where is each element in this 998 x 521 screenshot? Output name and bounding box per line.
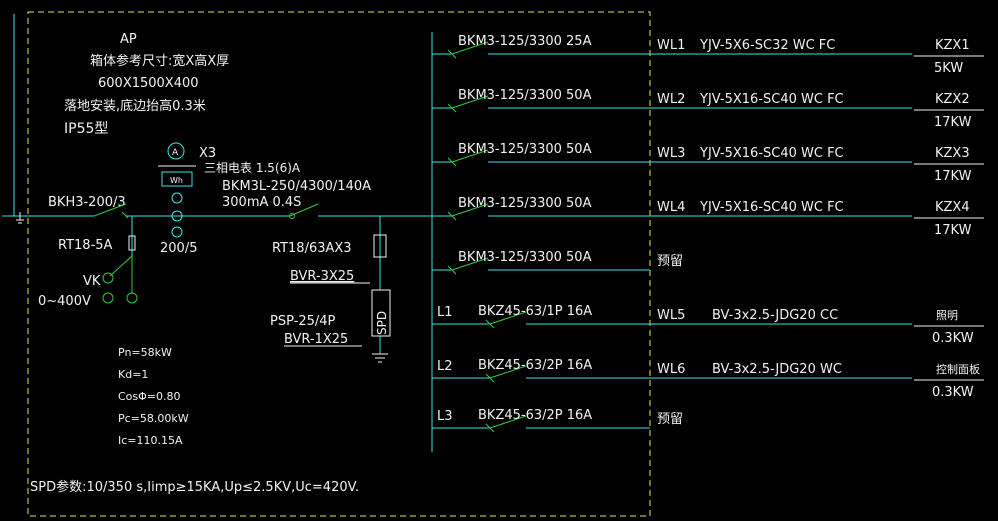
circuit-breaker-mark bbox=[447, 265, 457, 275]
circuit-breaker-label: BKM3-125/3300 50A bbox=[458, 250, 592, 265]
circuit-breaker-switch bbox=[489, 365, 527, 379]
meter-x: X3 bbox=[199, 146, 216, 161]
circuit-breaker-label: BKZ45-63/1P 16A bbox=[478, 304, 592, 319]
circuit-breaker-mark bbox=[485, 373, 495, 383]
spd-cable-label: BVR-3X25 bbox=[290, 269, 354, 284]
circuit-breaker-label: BKM3-125/3300 50A bbox=[458, 88, 592, 103]
circuit-cable: BV-3x2.5-JDG20 WC bbox=[712, 362, 842, 377]
spd-device-box bbox=[371, 289, 391, 337]
circuit-load-power: 0.3KW bbox=[932, 331, 974, 346]
main-breaker-mark bbox=[121, 211, 129, 219]
circuit-load-name: KZX1 bbox=[935, 38, 970, 53]
spd-model-label: PSP-25/4P bbox=[270, 314, 336, 329]
energy-meter-icon bbox=[161, 171, 193, 187]
spd-ground-icon bbox=[372, 353, 388, 363]
circuit-breaker-switch bbox=[451, 203, 489, 217]
circuit-breaker-label: BKZ45-63/2P 16A bbox=[478, 358, 592, 373]
voltmeter-tag: VK bbox=[83, 274, 101, 289]
ammeter-icon bbox=[167, 142, 185, 160]
phase-label: L1 bbox=[437, 305, 453, 320]
circuit-id: WL2 bbox=[657, 92, 685, 107]
circuit-breaker-switch bbox=[451, 41, 489, 55]
voltmeter-range: 0~400V bbox=[38, 294, 91, 309]
panel-size-label: 箱体参考尺寸:宽X高X厚 bbox=[90, 53, 229, 69]
main-breaker-switch bbox=[93, 203, 127, 217]
circuit-id: WL6 bbox=[657, 362, 685, 377]
circuit-load-name: 控制面板 bbox=[936, 362, 980, 376]
circuit-load-name: 照明 bbox=[936, 309, 958, 322]
phase-label: L2 bbox=[437, 359, 453, 374]
circuit-cable: BV-3x2.5-JDG20 CC bbox=[712, 308, 838, 323]
indicator-lamp-icon bbox=[126, 292, 138, 304]
spd-ground-cable-label: BVR-1X25 bbox=[284, 332, 348, 347]
panel-ip-rating: IP55型 bbox=[64, 121, 108, 137]
main-breaker-label: BKH3-200/3 bbox=[48, 195, 126, 210]
circuit-breaker-label: BKM3-125/3300 25A bbox=[458, 34, 592, 49]
load-param-kd: Kd=1 bbox=[118, 368, 148, 381]
load-param-cos: CosΦ=0.80 bbox=[118, 390, 181, 403]
circuit-load-name: KZX2 bbox=[935, 92, 970, 107]
circuit-breaker-switch bbox=[451, 257, 489, 271]
circuit-breaker-switch bbox=[489, 415, 527, 429]
load-param-ic: Ic=110.15A bbox=[118, 434, 183, 447]
circuit-cable: YJV-5X16-SC40 WC FC bbox=[699, 200, 844, 215]
ammeter-symbol: A bbox=[172, 148, 179, 158]
panel-install: 落地安装,底边抬高0.3米 bbox=[64, 98, 206, 114]
circuit-breaker-mark bbox=[447, 157, 457, 167]
circuit-load-power: 17KW bbox=[934, 115, 972, 130]
spd-parameters-note: SPD参数:10/350 s,Iimp≥15KA,Up≤2.5KV,Uc=420… bbox=[30, 479, 359, 495]
rcd-trip-label: 300mA 0.4S bbox=[222, 195, 301, 210]
circuit-load-name: KZX4 bbox=[935, 200, 970, 215]
circuit-id: WL1 bbox=[657, 38, 685, 53]
panel-boundary bbox=[27, 11, 651, 517]
panel-name: AP bbox=[120, 32, 137, 47]
circuit-breaker-label: BKM3-125/3300 50A bbox=[458, 196, 592, 211]
voltmeter-fuse-label: RT18-5A bbox=[58, 238, 113, 253]
load-param-pn: Pn=58kW bbox=[118, 346, 172, 359]
circuit-load-power: 17KW bbox=[934, 169, 972, 184]
circuit-cable: YJV-5X16-SC40 WC FC bbox=[699, 92, 844, 107]
current-transformer-icon bbox=[171, 192, 183, 238]
energy-meter-symbol: Wh bbox=[170, 176, 183, 185]
circuit-cable: YJV-5X6-SC32 WC FC bbox=[699, 38, 835, 53]
panel-size-value: 600X1500X400 bbox=[98, 76, 199, 91]
circuit-breaker-switch bbox=[451, 95, 489, 109]
voltmeter-fuse-symbol bbox=[128, 235, 136, 251]
circuit-breaker-switch bbox=[489, 311, 527, 325]
ct-ratio: 200/5 bbox=[160, 241, 197, 256]
circuit-breaker-mark bbox=[485, 423, 495, 433]
rcd-breaker-dot bbox=[289, 213, 295, 219]
circuit-id: 预留 bbox=[657, 412, 683, 427]
circuit-id: 预留 bbox=[657, 254, 683, 269]
circuit-breaker-mark bbox=[447, 211, 457, 221]
load-param-pc: Pc=58.00kW bbox=[118, 412, 189, 425]
circuit-breaker-mark bbox=[447, 103, 457, 113]
incoming-ground-symbol bbox=[16, 212, 24, 224]
circuit-breaker-label: BKZ45-63/2P 16A bbox=[478, 408, 592, 423]
circuit-load-power: 17KW bbox=[934, 223, 972, 238]
circuit-breaker-mark bbox=[485, 319, 495, 329]
circuit-load-name: KZX3 bbox=[935, 146, 970, 161]
spd-fuse-symbol bbox=[373, 234, 387, 258]
circuit-breaker-mark bbox=[447, 49, 457, 59]
rcd-breaker-label: BKM3L-250/4300/140A bbox=[222, 179, 371, 194]
phase-label: L3 bbox=[437, 409, 453, 424]
circuit-cable: YJV-5X16-SC40 WC FC bbox=[699, 146, 844, 161]
voltmeter-lead-1 bbox=[109, 255, 133, 277]
voltmeter-icon bbox=[102, 292, 114, 304]
circuit-breaker-switch bbox=[451, 149, 489, 163]
circuit-id: WL4 bbox=[657, 200, 685, 215]
spd-device-label: SPD bbox=[375, 311, 389, 335]
circuit-breaker-label: BKM3-125/3300 50A bbox=[458, 142, 592, 157]
circuit-load-power: 5KW bbox=[934, 61, 963, 76]
spd-fuse-label: RT18/63AX3 bbox=[272, 241, 352, 256]
rcd-breaker-switch bbox=[289, 203, 319, 217]
circuit-load-power: 0.3KW bbox=[932, 385, 974, 400]
circuit-id: WL5 bbox=[657, 308, 685, 323]
voltmeter-switch-icon bbox=[102, 272, 114, 284]
meter-description: 三相电表 1.5(6)A bbox=[204, 161, 301, 175]
circuit-id: WL3 bbox=[657, 146, 685, 161]
